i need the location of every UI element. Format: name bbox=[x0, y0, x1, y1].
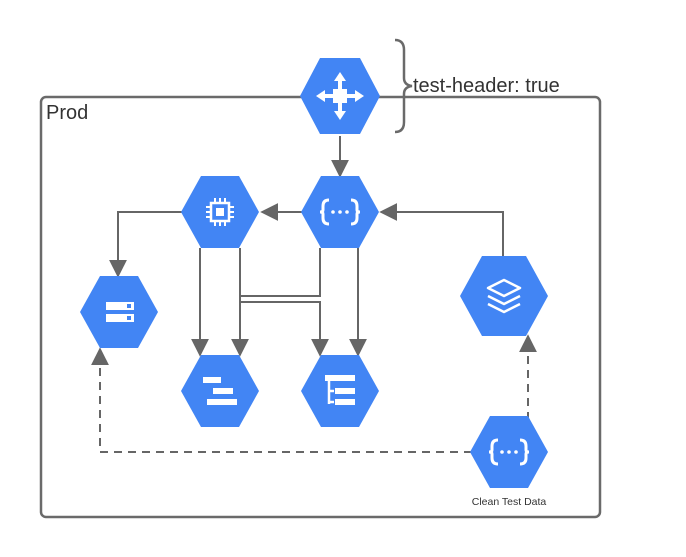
clean-test-data-label: Clean Test Data bbox=[472, 496, 547, 508]
header-brace bbox=[394, 38, 413, 134]
node-api-endpoint[interactable] bbox=[301, 176, 379, 248]
node-load-balancer[interactable] bbox=[300, 58, 380, 134]
load-balancer-icon bbox=[316, 72, 364, 120]
api-endpoint-icon bbox=[319, 198, 361, 226]
bars-icon bbox=[203, 377, 237, 405]
layers-icon bbox=[486, 278, 522, 314]
storage-icon bbox=[106, 302, 134, 322]
edge-compute-to-storage bbox=[109, 211, 182, 278]
node-compute-engine[interactable] bbox=[181, 176, 259, 248]
edge-stack-to-api bbox=[379, 203, 504, 258]
node-bigtable[interactable] bbox=[181, 355, 259, 427]
edge-compute-to-datastore bbox=[239, 248, 329, 357]
node-data-stack[interactable] bbox=[460, 256, 548, 336]
node-datastore[interactable] bbox=[301, 355, 379, 427]
edges bbox=[109, 136, 504, 357]
node-storage[interactable] bbox=[80, 276, 158, 348]
container-label: Prod bbox=[46, 102, 88, 124]
tree-icon bbox=[325, 375, 355, 405]
edge-api-to-bigtable bbox=[231, 248, 321, 357]
cpu-chip-icon bbox=[206, 198, 234, 226]
dashed-edges bbox=[91, 334, 537, 453]
edge-clean-to-storage bbox=[91, 347, 472, 453]
brace-label: test-header: true bbox=[413, 75, 560, 97]
api-endpoint-icon bbox=[488, 438, 530, 466]
node-clean-test-data[interactable] bbox=[470, 416, 548, 488]
